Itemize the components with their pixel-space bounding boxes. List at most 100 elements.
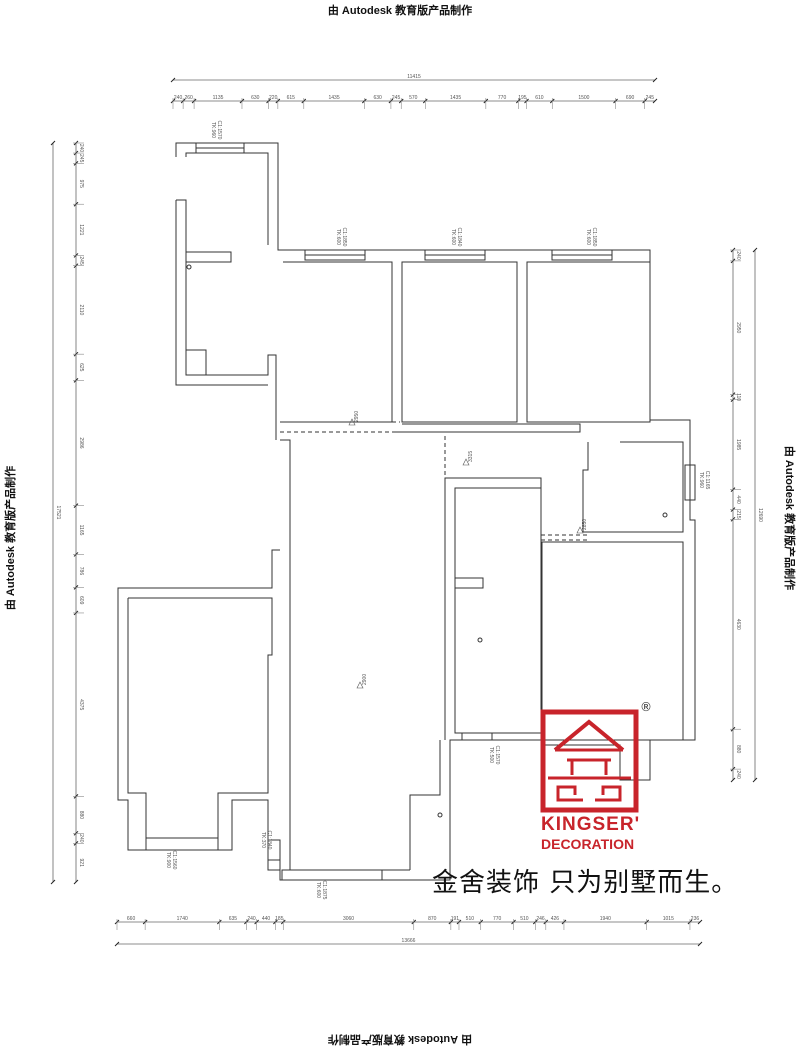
- bottom-dim-label: 191: [451, 916, 460, 922]
- left-dim-label: 1165: [78, 525, 84, 536]
- window-label-line1: C1:1850: [591, 228, 597, 247]
- right-dim-label: 880: [735, 745, 741, 754]
- brand-subtitle: DECORATION: [541, 836, 635, 852]
- top-dim-label: 260: [184, 95, 193, 101]
- bottom-dim-label: 770: [493, 916, 502, 922]
- elevation-label: 2900: [362, 674, 368, 685]
- elevation-marker-icon: [462, 458, 470, 466]
- dimension-tick: [114, 941, 120, 947]
- window-label-line2: TK:500: [488, 747, 494, 763]
- bottom-dim-label: 426: [551, 916, 560, 922]
- bottom-dim-label: 236: [691, 916, 700, 922]
- registered-mark: ®: [640, 700, 652, 714]
- right-total-label: 12690: [757, 508, 763, 522]
- wall-outline-topleft: [117, 142, 696, 881]
- right-dim-label: 4630: [735, 619, 741, 630]
- kitchen: [444, 477, 542, 740]
- bottom-dim-label: 660: [127, 916, 136, 922]
- top-dim-label: 245: [646, 95, 655, 101]
- counter: [454, 577, 484, 589]
- window: [267, 839, 281, 871]
- right-dim-label: 2950: [735, 322, 741, 333]
- window-label-line2: TK:600: [315, 882, 321, 898]
- top-total-label: 11415: [407, 74, 421, 80]
- right-dim-label: 240: [735, 251, 741, 260]
- bottom-dim-label: 440: [262, 916, 271, 922]
- bottom-dim-label: 240: [247, 916, 256, 922]
- living-room-wall-2: [409, 740, 441, 870]
- bottom-dim-label: 510: [466, 916, 475, 922]
- top-dim-label: 615: [287, 95, 296, 101]
- elevation-marker-icon: [356, 681, 364, 689]
- window-label-line2: TK:600: [335, 229, 341, 245]
- windows: [145, 142, 696, 881]
- top-dim-label: 630: [373, 95, 382, 101]
- top-dim-label: 220: [269, 95, 278, 101]
- top-dim-label: 240: [174, 95, 183, 101]
- window-label-line1: C1:1875: [321, 881, 327, 900]
- bottom-dim-label: 510: [520, 916, 529, 922]
- slogan: 金舍装饰 只为别墅而生。: [432, 868, 739, 898]
- dimension-tick: [50, 879, 56, 885]
- left-dim-label: 786: [78, 567, 84, 576]
- dimension-tick: [730, 777, 736, 783]
- wall-left-outer: [175, 200, 268, 386]
- dimension-tick: [652, 98, 658, 104]
- drain-icon: [477, 637, 483, 643]
- bottom-dim-label: 3060: [343, 916, 354, 922]
- top-dim-label: 1435: [328, 95, 339, 101]
- elevation-marker-icon: [348, 418, 356, 426]
- small-room: [582, 441, 684, 533]
- walls: [117, 142, 696, 881]
- top-dim-label: 1135: [213, 95, 224, 101]
- dimension-tick: [697, 919, 703, 925]
- dimension-tick: [652, 77, 658, 83]
- drain-icon: [186, 264, 192, 270]
- left-total-label: 17521: [55, 506, 61, 520]
- watermark-top: 由 Autodesk 教育版产品制作: [327, 5, 473, 17]
- left-dim-label: 240: [78, 144, 84, 153]
- window-label-line1: C1:1570: [494, 746, 500, 765]
- top-dim-label: 1500: [578, 95, 589, 101]
- dimension-tick: [50, 140, 56, 146]
- wall-left-kitchen: [176, 199, 277, 440]
- window-label-line1: C1:1840: [456, 228, 462, 247]
- window: [684, 464, 696, 501]
- window-label-line1: C1:1840: [266, 831, 272, 850]
- window-label-line2: TK:960: [698, 472, 704, 488]
- elevation-label: 2850: [582, 519, 588, 530]
- top-dim-label: 195: [518, 95, 527, 101]
- bottom-dim-label: 1015: [663, 916, 674, 922]
- top-dim-label: 570: [409, 95, 418, 101]
- wall-inner-topleft: [185, 152, 269, 245]
- dimension-tick: [170, 77, 176, 83]
- right-dim-label: 440: [735, 495, 741, 504]
- window-label-line1: C1:1560: [171, 851, 177, 870]
- wall-room-3: [283, 261, 393, 423]
- window: [461, 732, 493, 741]
- bottom-left-room: [127, 597, 273, 839]
- window-label-line2: TK:600: [450, 229, 456, 245]
- window-label-line1: C1:1570: [216, 121, 222, 140]
- left-dim-label: 2110: [78, 305, 84, 316]
- left-dim-label: 240: [78, 834, 84, 843]
- left-dim-label: 625: [78, 363, 84, 372]
- dimension-tick: [697, 941, 703, 947]
- bedroom-2: [526, 261, 651, 423]
- left-dim-label: 880: [78, 811, 84, 820]
- window: [185, 251, 232, 263]
- right-dim-label: 240: [735, 770, 741, 779]
- bottom-dim-label: 1940: [600, 916, 611, 922]
- living-room-wall: [280, 439, 410, 871]
- top-dim-label: 1435: [450, 95, 461, 101]
- bottom-total-label: 13666: [402, 938, 416, 944]
